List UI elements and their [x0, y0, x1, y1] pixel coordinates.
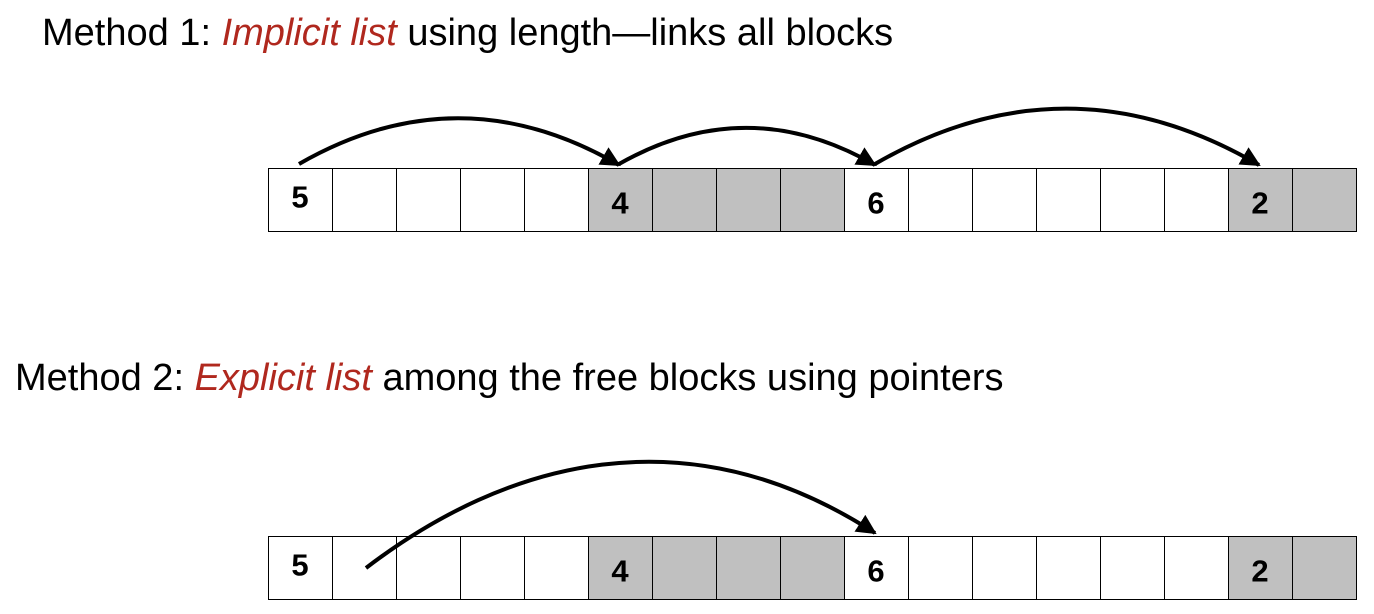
block-size-label: 2 [1251, 186, 1268, 221]
block-word-cell [460, 168, 525, 232]
block-size-label: 5 [291, 180, 308, 215]
block-header-cell [1228, 168, 1293, 232]
block-size-label: 6 [867, 554, 884, 589]
block-word-cell [396, 168, 461, 232]
block-word-cell [460, 536, 525, 600]
link-arrow [873, 106, 1261, 167]
block-word-cell [1292, 536, 1357, 600]
block-word-cell [524, 168, 589, 232]
method-2-heading: Method 2: Explicit list among the free b… [15, 355, 1004, 401]
block-word-cell [332, 536, 397, 600]
block-word-cell [1100, 536, 1165, 600]
block-word-cell [908, 536, 973, 600]
block-word-cell [1036, 536, 1101, 600]
block-word-cell [908, 168, 973, 232]
block-size-label: 4 [611, 554, 629, 589]
block-header-cell [588, 168, 653, 232]
link-arrow [298, 116, 621, 167]
block-header-cell [588, 536, 653, 600]
block-word-cell [524, 536, 589, 600]
block-word-cell [1164, 168, 1229, 232]
block-word-cell [652, 536, 717, 600]
block-word-cell [1292, 168, 1357, 232]
method-1-heading: Method 1: Implicit list using length—lin… [42, 10, 893, 56]
block-word-cell [396, 536, 461, 600]
block-size-label: 5 [291, 548, 308, 583]
block-word-cell [972, 168, 1037, 232]
block-size-label: 6 [867, 186, 884, 221]
block-header-cell [844, 168, 909, 232]
method-1-rest: using length—links all blocks [396, 12, 894, 54]
block-size-label: 2 [1251, 554, 1268, 589]
block-size-label: 4 [611, 186, 629, 221]
link-arrow [364, 459, 877, 570]
method-2-prefix: Method 2: [15, 357, 195, 399]
block-word-cell [716, 168, 781, 232]
method-2-rest: among the free blocks using pointers [371, 357, 1004, 399]
block-word-cell [1164, 536, 1229, 600]
block-word-cell [972, 536, 1037, 600]
block-header-cell [268, 536, 333, 600]
method-1-emphasis: Implicit list [221, 12, 397, 54]
block-word-cell [780, 168, 845, 232]
block-word-cell [332, 168, 397, 232]
block-word-cell [1036, 168, 1101, 232]
block-header-cell [1228, 536, 1293, 600]
block-word-cell [780, 536, 845, 600]
link-arrow [618, 125, 877, 167]
method-1-prefix: Method 1: [42, 12, 222, 54]
block-word-cell [1100, 168, 1165, 232]
block-word-cell [652, 168, 717, 232]
method-2-emphasis: Explicit list [194, 357, 372, 399]
block-word-cell [716, 536, 781, 600]
